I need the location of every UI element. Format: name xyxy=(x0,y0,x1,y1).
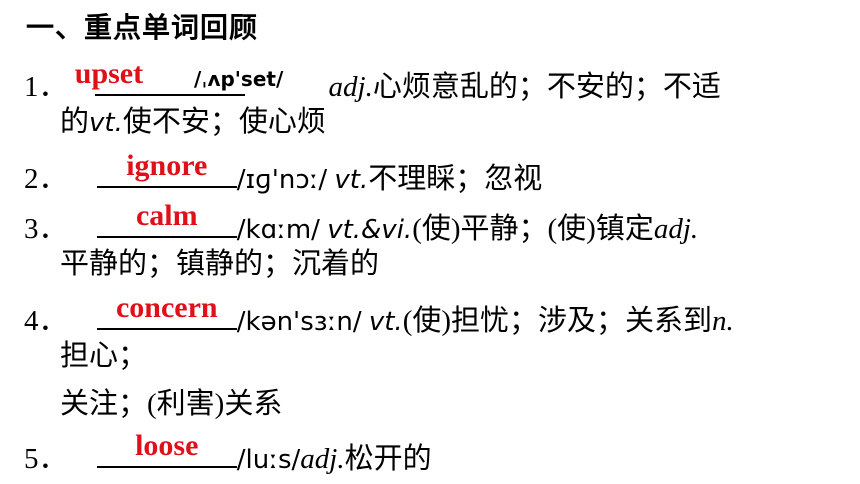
item-number: 3． xyxy=(24,213,68,245)
meaning: 的 xyxy=(60,106,90,138)
vocab-item-4-cont: 担心； xyxy=(60,338,147,374)
item-number: 4． xyxy=(24,305,68,337)
answer-text: ignore xyxy=(126,149,208,182)
part-of-speech: vt.&vi. xyxy=(327,215,413,245)
meaning: (使)担忧；涉及；关系到 xyxy=(402,305,713,337)
answer-text: concern xyxy=(115,291,218,324)
meaning: 关注；(利害)关系 xyxy=(60,388,283,420)
answer-blank: concern xyxy=(96,291,237,330)
meaning: (使)平静；(使)镇定 xyxy=(412,213,654,245)
phonetic: /kən'sɜːn/ xyxy=(236,307,362,337)
vocab-item-4: 4． concern /kən'sɜːn/ vt.(使)担忧；涉及；关系到n. xyxy=(24,291,734,340)
vocab-item-1-cont: 的vt.使不安；使心烦 xyxy=(60,104,326,141)
part-of-speech: vt. xyxy=(368,307,403,337)
phonetic: /luːs/ xyxy=(236,445,301,475)
vocab-item-2: 2． ignore /ɪɡ'nɔː/ vt.不理睬；忽视 xyxy=(24,149,543,198)
item-number: 5． xyxy=(24,443,68,475)
vocab-item-5: 5． loose /luːs/adj.松开的 xyxy=(24,429,432,478)
part-of-speech: vt. xyxy=(334,165,369,195)
meaning: 松开的 xyxy=(344,443,432,475)
item-number: 1． xyxy=(24,71,68,103)
answer-text: upset xyxy=(74,57,144,90)
answer-text: loose xyxy=(135,429,199,462)
answer-blank: ignore xyxy=(96,149,237,188)
part-of-speech: vt. xyxy=(89,108,123,138)
vocab-item-4-cont2: 关注；(利害)关系 xyxy=(60,386,282,422)
answer-blank: loose xyxy=(96,429,237,468)
section-heading: 一、重点单词回顾 xyxy=(26,11,259,44)
part-of-speech: adj. xyxy=(300,443,345,475)
answer-text: calm xyxy=(135,199,198,232)
part-of-speech: adj. xyxy=(328,71,373,103)
part-of-speech: n. xyxy=(712,305,734,337)
phonetic: /kɑːm/ xyxy=(236,215,320,245)
answer-blank: calm xyxy=(96,199,237,238)
vocab-item-3: 3． calm /kɑːm/ vt.&vi.(使)平静；(使)镇定adj. xyxy=(24,199,699,248)
meaning: 担心； xyxy=(60,340,148,372)
phonetic: /ɪɡ'nɔː/ xyxy=(236,165,328,195)
meaning: 心烦意乱的；不安的；不适 xyxy=(372,71,721,103)
item-number: 2． xyxy=(24,163,68,195)
vocab-item-1: 1． upset /ˌʌp'set/ adj.心烦意乱的；不安的；不适 xyxy=(24,57,721,107)
answer-blank: upset xyxy=(75,57,245,96)
meaning: 平静的；镇静的；沉着的 xyxy=(60,248,380,280)
phonetic: /ˌʌp'set/ xyxy=(194,67,284,91)
vocab-item-3-cont: 平静的；镇静的；沉着的 xyxy=(60,246,379,282)
part-of-speech: adj. xyxy=(653,213,699,245)
meaning: 使不安；使心烦 xyxy=(122,106,326,138)
meaning: 不理睬；忽视 xyxy=(368,163,543,195)
